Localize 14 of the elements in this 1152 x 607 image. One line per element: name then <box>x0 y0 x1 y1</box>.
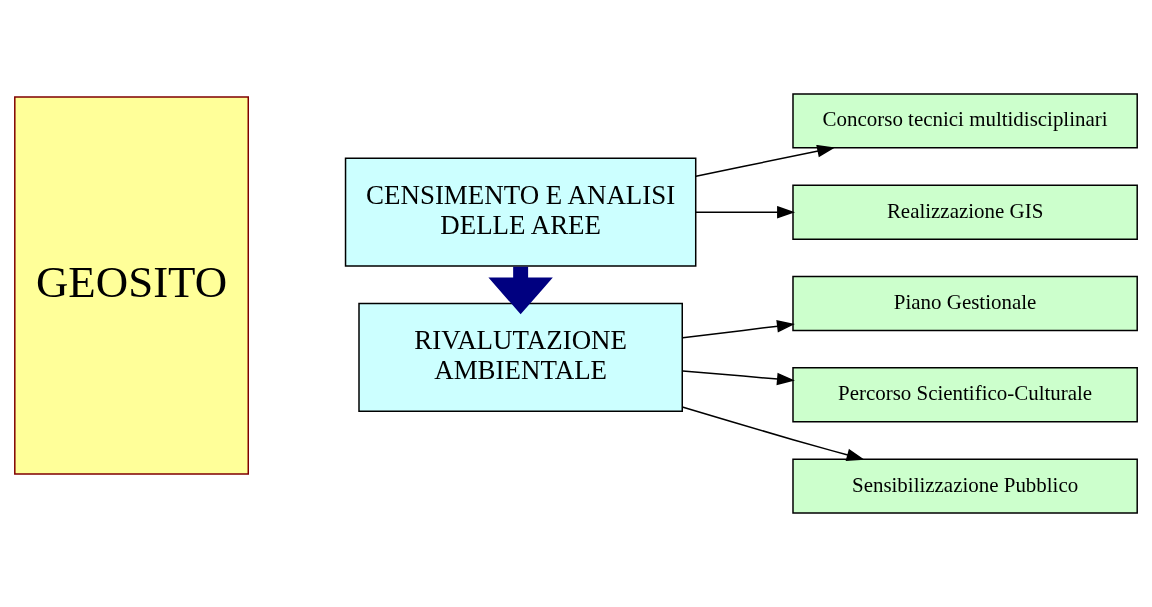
arrow <box>695 144 836 177</box>
arrow <box>682 370 795 386</box>
node-box: CENSIMENTO E ANALISI DELLE AREE <box>344 157 697 267</box>
node-box: GEOSITO <box>14 96 249 475</box>
node-box: Realizzazione GIS <box>792 184 1138 240</box>
arrow <box>695 205 796 219</box>
arrow <box>682 320 795 339</box>
node-box: Concorso tecnici multidisciplinari <box>792 93 1138 149</box>
node-box: Percorso Scientifico-Culturale <box>792 367 1138 423</box>
arrow <box>681 406 865 461</box>
node-box: Piano Gestionale <box>792 275 1138 332</box>
node-box: Sensibilizzazione Pubblico <box>792 458 1138 514</box>
arrow <box>488 266 553 315</box>
node-box: RIVALUTAZIONE AMBIENTALE <box>358 302 683 412</box>
